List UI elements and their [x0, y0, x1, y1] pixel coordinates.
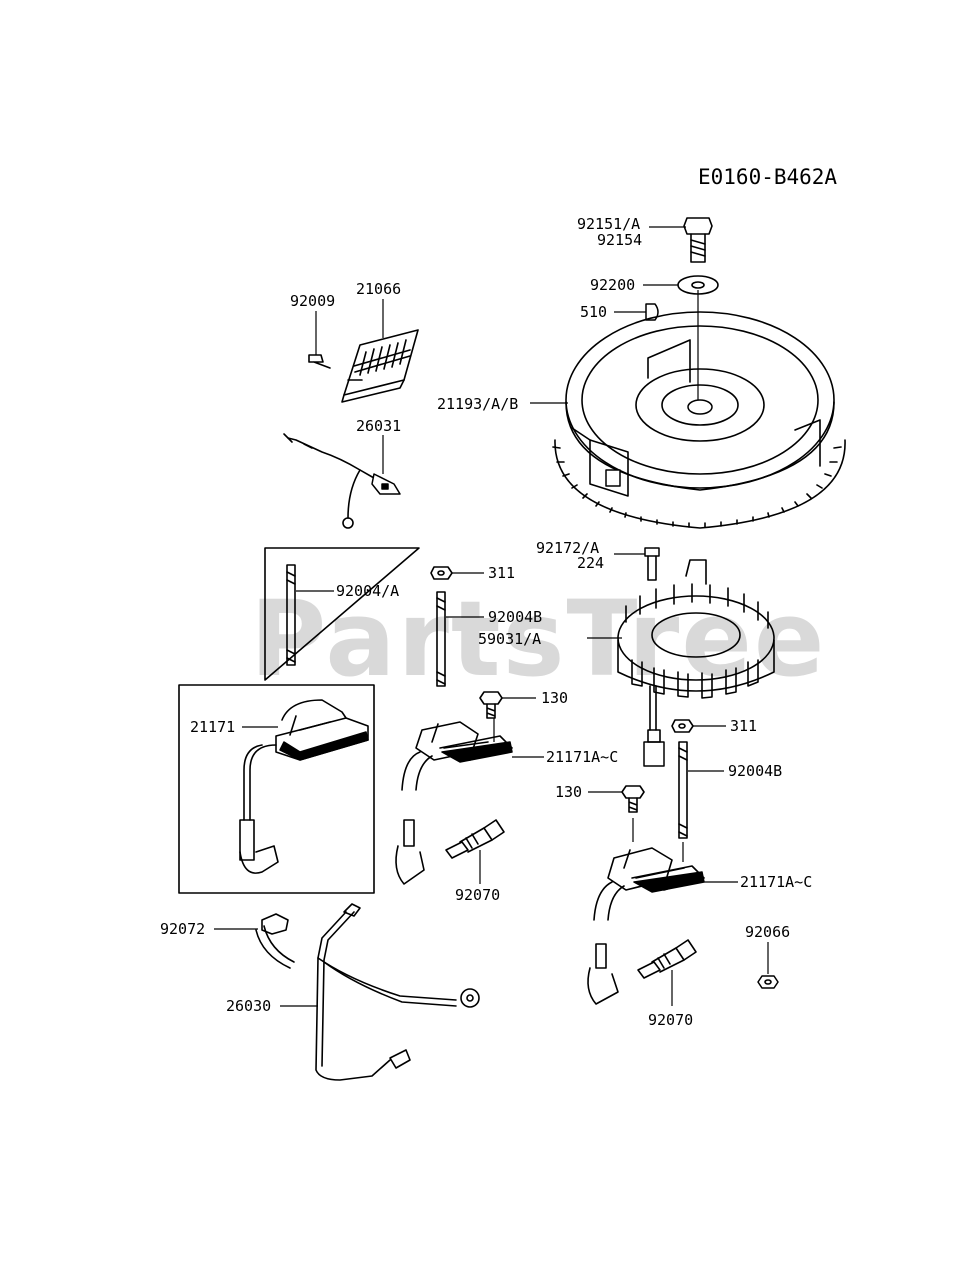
ignition-coil-right[interactable]: [587, 847, 705, 1005]
ignition-coil-left[interactable]: [395, 721, 513, 885]
flywheel-key[interactable]: [645, 303, 659, 321]
wire-harness[interactable]: [315, 903, 480, 1081]
nut-right[interactable]: [671, 719, 694, 733]
label-rectifier-screw: 92009: [290, 292, 335, 310]
stud-mid[interactable]: [436, 591, 446, 687]
flywheel-bolt[interactable]: [683, 217, 713, 263]
stator-connector[interactable]: [643, 685, 665, 767]
rectifier-regulator[interactable]: [341, 329, 419, 403]
bolt-coil-right[interactable]: [621, 785, 645, 813]
label-clamp: 92072: [160, 920, 205, 938]
label-plug-right: 92070: [648, 1011, 693, 1029]
label-harness: 26030: [226, 997, 271, 1015]
label-bolt: 92151/A: [577, 215, 640, 233]
label-screw-stator: 92172/A: [536, 539, 599, 557]
rectifier-screw[interactable]: [308, 354, 331, 369]
lead-wire-small[interactable]: [283, 433, 401, 529]
label-nut-bottom: 92066: [745, 923, 790, 941]
nut-top[interactable]: [430, 566, 453, 580]
spark-plug-right[interactable]: [637, 939, 697, 979]
label-coil-right: 21171A~C: [740, 873, 812, 891]
label-nut-right: 311: [730, 717, 757, 735]
label-washer: 92200: [590, 276, 635, 294]
bolt-coil-left[interactable]: [479, 691, 503, 719]
stud-right[interactable]: [678, 741, 688, 839]
stator-screw[interactable]: [644, 547, 660, 581]
label-bolt-alt: 92154: [597, 231, 642, 249]
label-bolt-coil-left: 130: [541, 689, 568, 707]
label-coil-left: 21171A~C: [546, 748, 618, 766]
stud-box-stud[interactable]: [286, 564, 296, 666]
label-rectifier: 21066: [356, 280, 401, 298]
label-bolt-coil-right: 130: [555, 783, 582, 801]
label-stator: 59031/A: [478, 630, 541, 648]
label-lead-wire-small: 26031: [356, 417, 401, 435]
coil-box-ignition-coil[interactable]: [239, 699, 369, 874]
label-stud-box: 92004/A: [336, 582, 399, 600]
flywheel[interactable]: [552, 311, 846, 529]
label-screw-stator-alt: 224: [577, 554, 604, 572]
label-plug-left: 92070: [455, 886, 500, 904]
spark-plug-left[interactable]: [445, 819, 505, 859]
stud-box-frame: [264, 547, 420, 681]
label-nut-top: 311: [488, 564, 515, 582]
label-coil-box: 21171: [190, 718, 235, 736]
diagram-code: E0160-B462A: [698, 165, 837, 189]
coil-box-frame: [178, 684, 375, 894]
label-key: 510: [580, 303, 607, 321]
clamp[interactable]: [255, 913, 295, 969]
label-stud-mid: 92004B: [488, 608, 542, 626]
label-stud-right: 92004B: [728, 762, 782, 780]
nut-bottom[interactable]: [757, 975, 779, 989]
label-flywheel: 21193/A/B: [437, 395, 518, 413]
